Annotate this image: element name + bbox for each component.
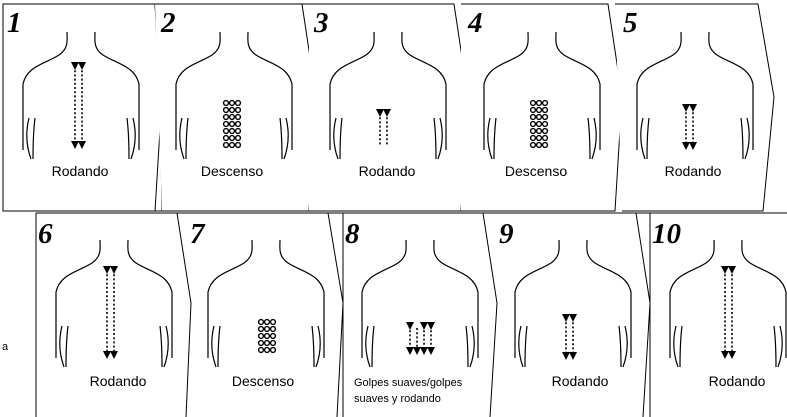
step-label: Rodando <box>90 373 147 389</box>
step-number: 6 <box>38 218 53 250</box>
rolling-arrows <box>725 270 732 355</box>
step-label: Rodando <box>665 163 722 179</box>
panel-5: 5 Rodando <box>615 4 774 211</box>
step-number: 4 <box>467 7 483 39</box>
step-label: Descenso <box>201 163 263 179</box>
step-label: Rodando <box>359 163 416 179</box>
step-label-line-1: Golpes suaves/golpes <box>354 377 463 389</box>
step-number: 1 <box>7 7 22 39</box>
step-label: Rodando <box>52 163 109 179</box>
panel-2: 2 Descenso <box>155 4 316 211</box>
panel-6: 6 Rodando <box>36 213 191 417</box>
step-label-line-2: suaves y rodando <box>354 393 441 405</box>
step-label: Rodando <box>552 373 609 389</box>
panel-4: 4 Descenso <box>461 4 622 211</box>
body-outline <box>56 240 172 367</box>
step-label: Descenso <box>232 373 294 389</box>
step-label: Descenso <box>505 163 567 179</box>
descent-circles <box>259 320 276 353</box>
step-number: 10 <box>652 218 681 250</box>
panel-3: 3 Rodando <box>302 4 468 211</box>
tapping-arrows <box>410 326 431 351</box>
body-outline <box>362 240 478 367</box>
step-label: Rodando <box>709 373 766 389</box>
panel-1: 1 Rodando <box>3 4 162 211</box>
step-number: 7 <box>190 218 206 250</box>
step-number: 8 <box>345 218 360 250</box>
panel-9: 9 Rodando <box>483 213 650 417</box>
panel-10: 10 Rodando <box>636 213 787 417</box>
rolling-arrows <box>566 318 573 356</box>
panel-7: 7 Descenso <box>177 213 343 417</box>
rolling-arrows <box>107 270 114 355</box>
step-number: 9 <box>499 218 514 250</box>
body-outline <box>670 240 786 367</box>
step-number: 3 <box>313 7 329 39</box>
step-number: 5 <box>623 7 638 39</box>
panel-8: 8 Golpes suaves/golpes suaves y rodando <box>328 213 497 417</box>
step-number: 2 <box>160 7 176 39</box>
